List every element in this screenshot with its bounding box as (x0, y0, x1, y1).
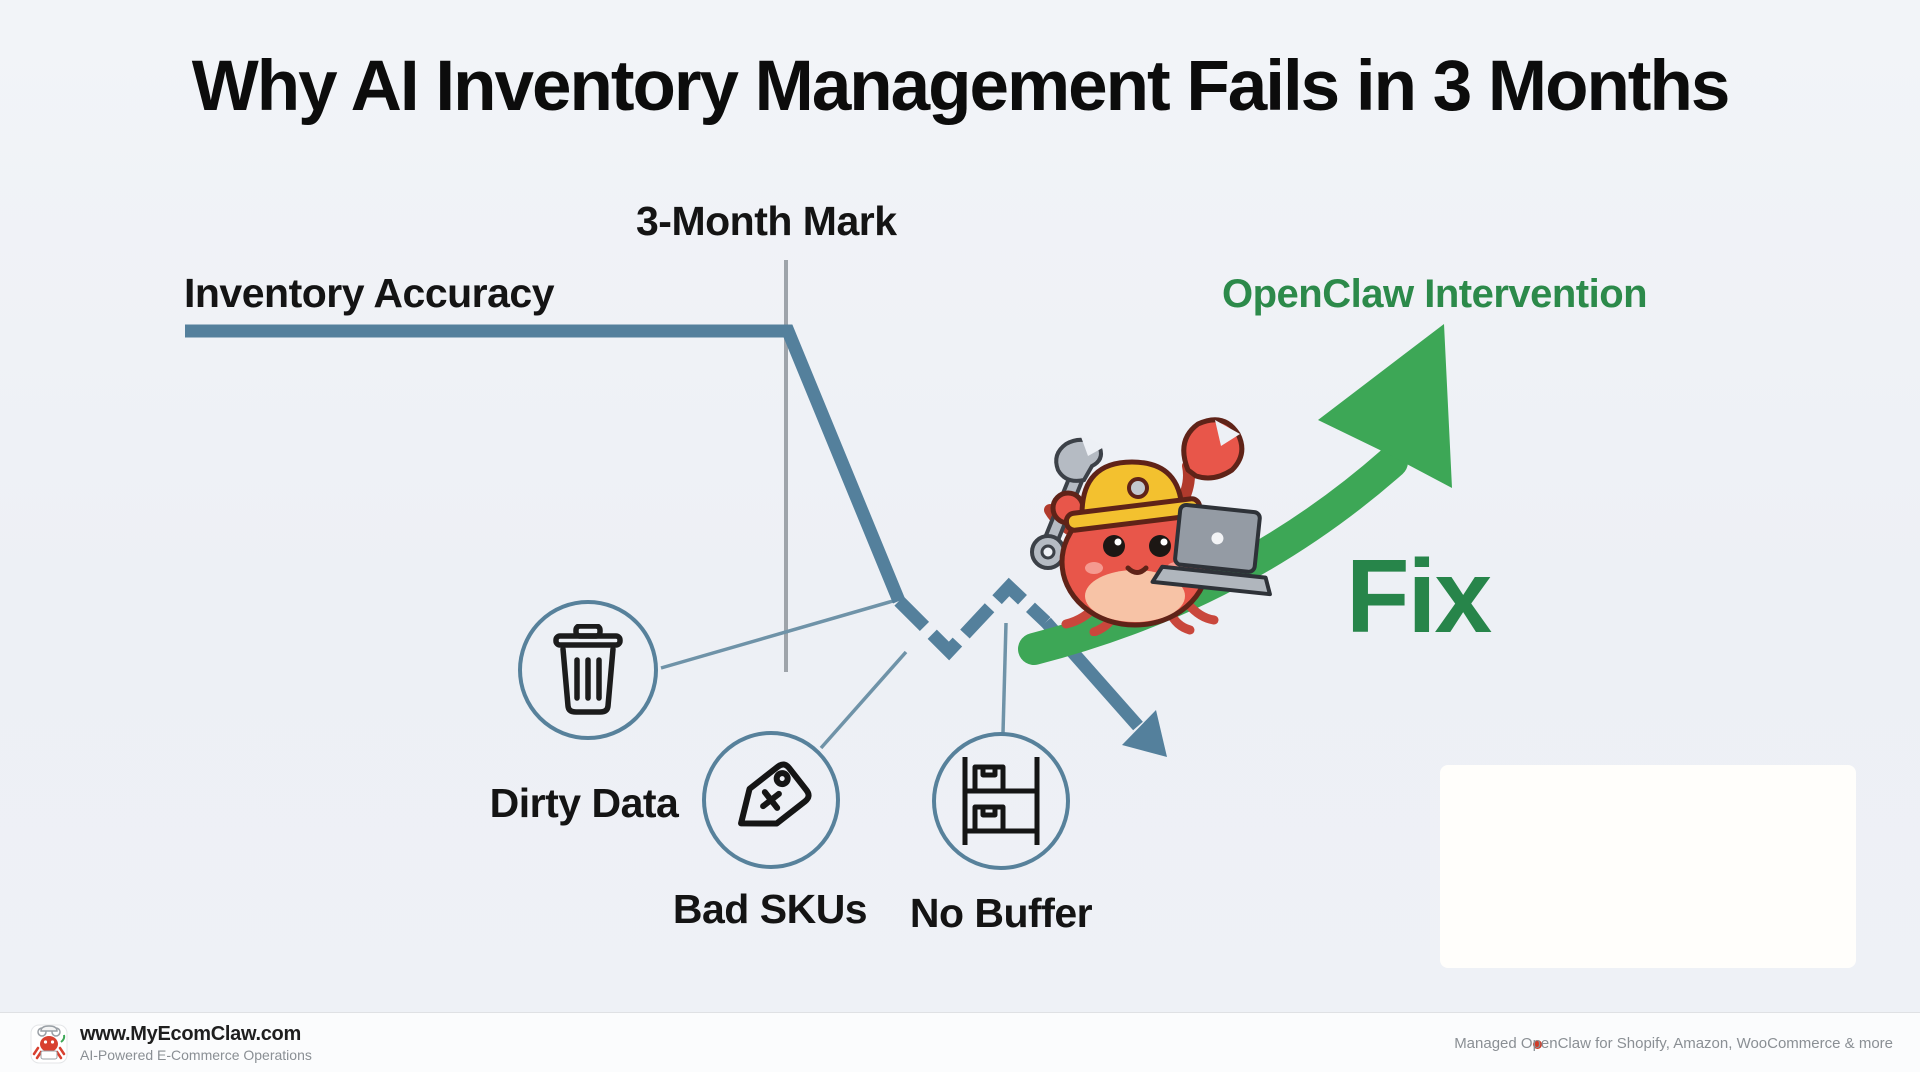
no-buffer-label: No Buffer (909, 890, 1093, 936)
fix-label: Fix (1346, 539, 1492, 655)
crab-logo (30, 1024, 68, 1064)
crab-mascot (1030, 417, 1272, 636)
recovery-arrowhead-icon (1318, 324, 1452, 488)
footer-website: www.MyEcomClaw.com (80, 1023, 301, 1045)
cause-connector-lines (660, 599, 1008, 750)
no-buffer-connector (1001, 622, 1008, 734)
accuracy-dip-zigzag (894, 577, 1051, 661)
three-month-mark-label: 3-Month Mark (636, 198, 897, 244)
dirty-data-connector (660, 599, 894, 670)
shelf-icon (962, 757, 1040, 845)
footer-note: Managed OpenClaw for Shopify, Amazon, Wo… (1454, 1035, 1893, 1052)
footer-tagline: AI-Powered E-Commerce Operations (80, 1047, 312, 1063)
dirty-data-circle (518, 600, 658, 740)
hard-hat-icon (1063, 459, 1203, 533)
footer-bar: www.MyEcomClaw.com AI-Powered E-Commerce… (0, 1012, 1920, 1072)
decline-arrowhead-icon (1122, 710, 1167, 757)
openclaw-intervention-label: OpenClaw Intervention (1222, 272, 1648, 316)
crab-right-claw (1181, 417, 1245, 481)
page-title: Why AI Inventory Management Fails in 3 M… (191, 47, 1731, 126)
inventory-accuracy-label: Inventory Accuracy (184, 270, 555, 316)
no-buffer-circle (932, 732, 1070, 870)
bad-skus-connector (819, 650, 908, 750)
price-tag-icon (738, 761, 812, 827)
crab-claw-notch (1215, 420, 1240, 446)
trash-icon (553, 624, 623, 715)
bad-skus-circle (702, 731, 840, 869)
laptop-icon (1150, 502, 1272, 597)
accuracy-trend-line (185, 324, 906, 604)
red-bullet-icon (1533, 1040, 1542, 1049)
dirty-data-label: Dirty Data (489, 780, 679, 826)
blank-white-panel (1440, 765, 1856, 968)
bad-skus-label: Bad SKUs (672, 886, 868, 932)
